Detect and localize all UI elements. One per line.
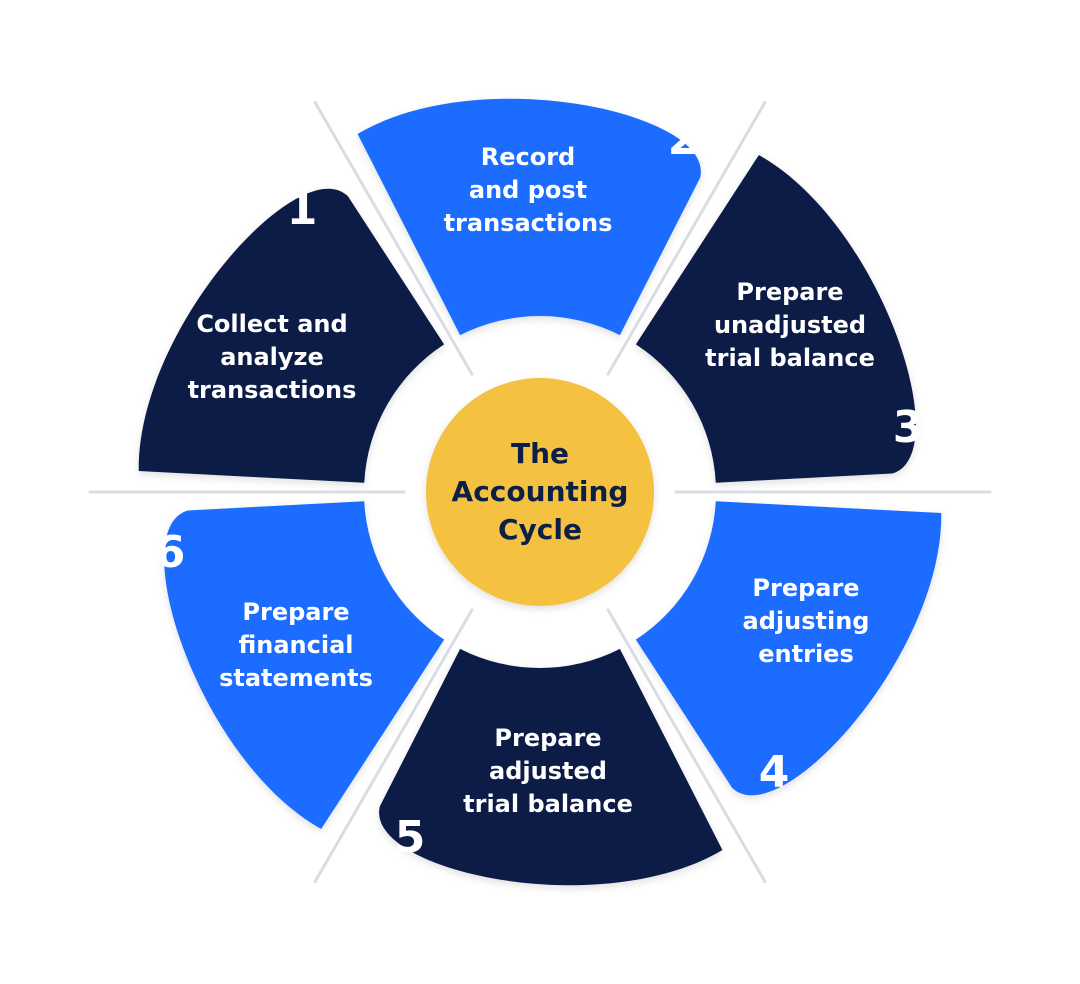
step-3-label-line: unadjusted [714,311,866,339]
segment-divider [313,608,474,884]
step-1-label: Collect and analyze transactions [188,310,357,404]
center-circle [426,378,654,606]
step-2-number: 2 [668,114,699,165]
step-5-label: Prepare adjusted trial balance [463,724,633,818]
segment-step-1 [138,188,445,483]
step-3-label: Prepare unadjusted trial balance [705,278,875,372]
step-4-label-line: entries [758,640,853,668]
step-3-label-line: trial balance [705,344,875,372]
step-2-label-line: and post [469,176,587,204]
step-6-label-line: financial [238,631,353,659]
segment-step-2 [357,98,701,336]
step-3-number: 3 [893,402,924,453]
step-6-label-line: statements [219,664,373,692]
step-5-label-line: trial balance [463,790,633,818]
segment-divider [313,100,474,376]
segment-divider [606,100,767,376]
step-2-label-line: transactions [444,209,613,237]
step-5-label-line: adjusted [489,757,607,785]
cycle-segments [138,98,942,886]
step-5-label-line: Prepare [494,724,601,752]
step-2-label: Record and post transactions [444,143,613,237]
center-title-line: Accounting [452,475,629,508]
segment-step-4 [635,501,942,796]
segment-step-6 [164,501,445,829]
cycle-labels: Collect and analyze transactions 1 Record and… [155,114,924,863]
step-3-label-line: Prepare [736,278,843,306]
step-6-number: 6 [155,527,186,578]
center-title-line: Cycle [498,513,582,546]
step-4-label: Prepare adjusting entries [743,574,870,668]
segment-divider [606,608,767,884]
step-1-label-line: transactions [188,376,357,404]
segment-dividers [88,100,992,884]
segment-step-5 [379,648,723,886]
step-2-label-line: Record [481,143,576,171]
step-4-label-line: adjusting [743,607,870,635]
step-4-number: 4 [759,747,790,798]
step-6-label-line: Prepare [242,598,349,626]
step-6-label: Prepare financial statements [219,598,373,692]
step-5-number: 5 [395,812,426,863]
step-1-number: 1 [287,184,318,235]
center-title-line: The [511,437,569,470]
step-1-label-line: analyze [220,343,324,371]
step-4-label-line: Prepare [752,574,859,602]
segment-step-3 [635,155,916,483]
step-1-label-line: Collect and [196,310,347,338]
